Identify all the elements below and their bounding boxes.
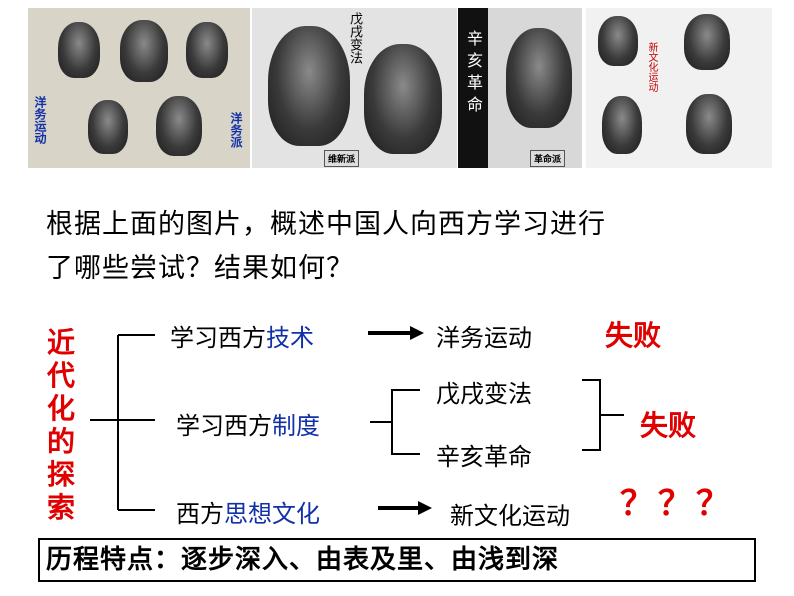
branch-3-prefix: 西方	[176, 500, 224, 528]
photo-xinwenhua-group: 新文化运动	[586, 8, 772, 168]
branch-1-highlight: 技术	[266, 324, 314, 352]
photo-yangwu-group: 洋务运动 洋务派	[28, 8, 250, 168]
portrait	[684, 14, 730, 70]
arrow-1	[368, 326, 424, 340]
portrait	[598, 16, 638, 66]
question-line-2: 了哪些尝试？结果如何？	[46, 253, 354, 284]
photo-label-xinwenhua: 新文化运动	[646, 42, 657, 92]
branch-3-outcome: ？？？	[620, 484, 734, 524]
portrait	[88, 100, 128, 154]
photo-caption-gemingpai: 革命派	[530, 150, 566, 167]
branch-2-result-a: 戊戌变法	[436, 380, 532, 408]
photo-geming: 辛亥革命 革命派	[458, 8, 582, 168]
photo-caption-weixinpai: 维新派	[324, 150, 360, 167]
branch-1-outcome: 失败	[605, 319, 662, 352]
diagram-title: 近代化的探索	[46, 326, 75, 524]
branch-3-highlight: 思想文化	[224, 500, 320, 528]
photo-label-xinhai: 辛亥革命	[464, 30, 483, 118]
arrow-3	[378, 501, 432, 515]
portrait	[506, 28, 572, 128]
right-bracket-zhidu	[582, 379, 601, 451]
branch-1-prefix: 学习西方	[170, 324, 266, 352]
portrait	[268, 26, 350, 146]
photo-weixin-group: 戊戌变法 维新派	[252, 8, 457, 168]
portrait	[156, 96, 202, 156]
branch-2-result-b: 辛亥革命	[436, 443, 532, 471]
portrait	[364, 44, 442, 154]
branch-2-highlight: 制度	[272, 412, 320, 440]
branch-1-result: 洋务运动	[436, 324, 532, 352]
label-strip	[458, 8, 488, 168]
portrait	[58, 22, 100, 78]
branch-2-label: 学习西方制度	[176, 406, 320, 441]
branch-2-prefix: 学习西方	[176, 412, 272, 440]
branch-3-label: 西方思想文化	[176, 494, 320, 529]
branch-2-outcome: 失败	[640, 409, 697, 442]
portrait	[186, 22, 228, 78]
branch-1-label: 学习西方技术	[170, 318, 314, 353]
photo-label-wuxu: 戊戌变法	[347, 12, 362, 64]
portrait	[602, 96, 642, 154]
branch-3-result: 新文化运动	[450, 502, 570, 530]
photo-label-yangwu: 洋务运动	[33, 96, 47, 144]
portrait	[120, 20, 168, 82]
summary-box: 历程特点：逐步深入、由表及里、由浅到深	[38, 538, 756, 582]
left-bracket-zhidu	[391, 389, 420, 455]
photo-label-yangwupai: 洋务派	[229, 112, 243, 148]
portrait	[686, 94, 732, 154]
question-line-1: 根据上面的图片，概述中国人向西方学习进行	[46, 209, 606, 240]
